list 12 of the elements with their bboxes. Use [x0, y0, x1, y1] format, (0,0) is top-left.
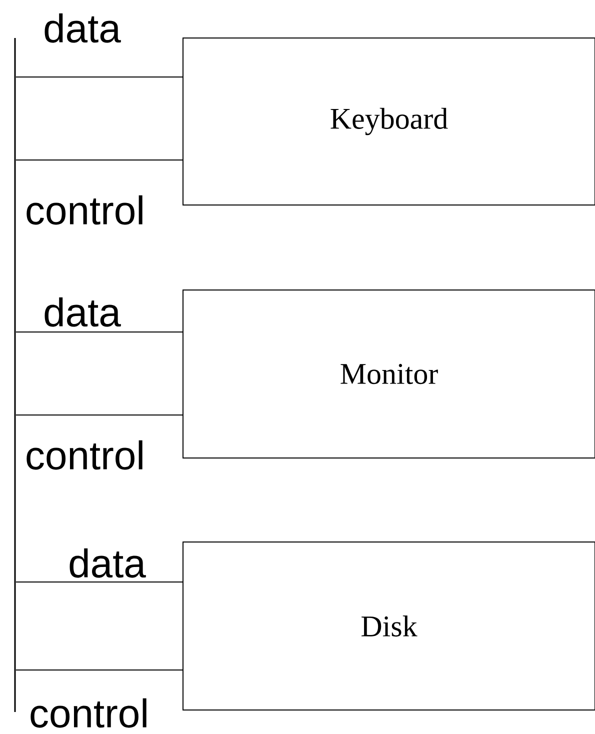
edge-label: data [44, 297, 121, 327]
edge-label: control [30, 698, 146, 728]
bus-line [14, 38, 16, 712]
connector-line [15, 76, 183, 78]
device-box: Disk [182, 542, 595, 710]
device-box: Keyboard [182, 38, 595, 206]
connector-line [15, 414, 183, 416]
edge-label: control [26, 195, 142, 225]
edge-label: data [70, 548, 146, 578]
device-box: Monitor [182, 290, 595, 458]
edge-label: control [26, 440, 142, 470]
edge-label: data [44, 13, 121, 43]
